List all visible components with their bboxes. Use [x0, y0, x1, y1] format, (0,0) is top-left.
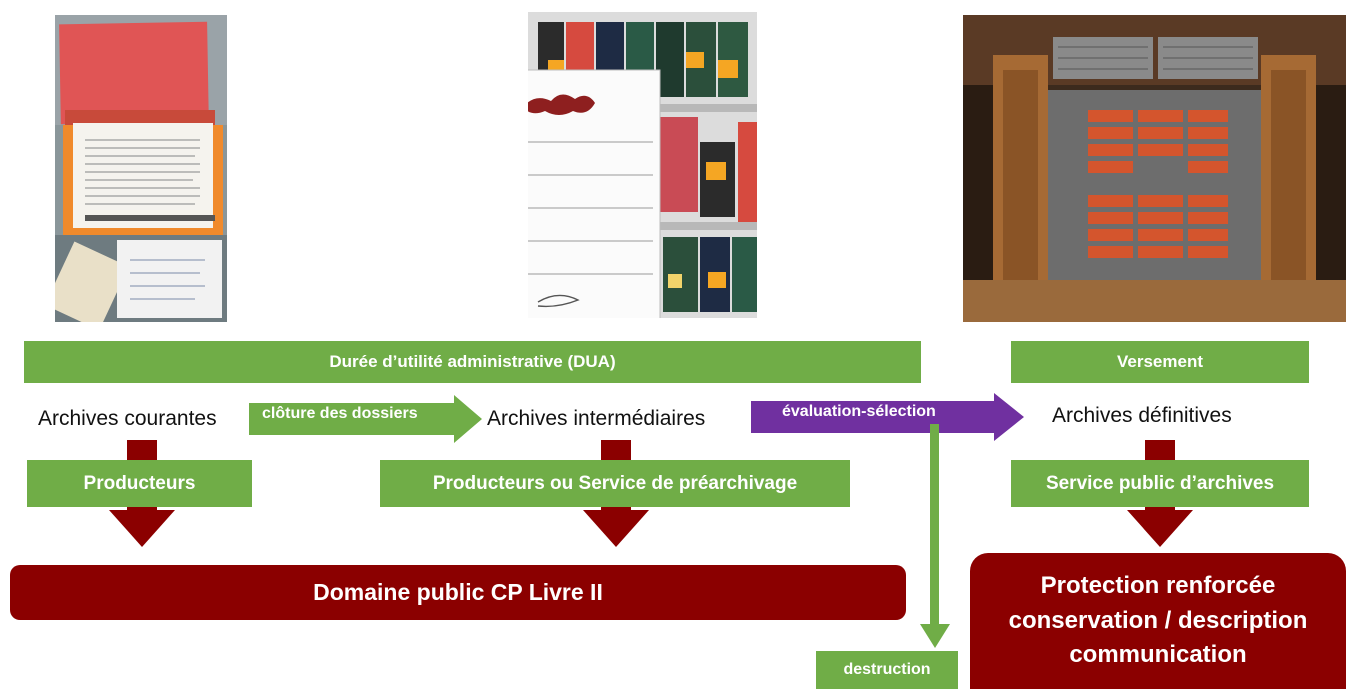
cloture-label: clôture des dossiers: [262, 405, 418, 422]
stacked-files-photo: [55, 15, 227, 322]
producteurs-box: Producteurs: [27, 460, 252, 507]
evaluation-label: évaluation-sélection: [782, 403, 936, 420]
protection-line-2: conservation / description: [1008, 606, 1308, 634]
archive-boxes-shelf-photo: [528, 12, 757, 318]
prearchivage-label: Producteurs ou Service de préarchivage: [432, 472, 798, 494]
prearchivage-box: Producteurs ou Service de préarchivage: [380, 460, 850, 507]
service-public-box: Service public d’archives: [1011, 460, 1309, 507]
dua-bar: Durée d’utilité administrative (DUA): [24, 341, 921, 383]
destruction-arrow: [920, 424, 950, 648]
versement-label: Versement: [1117, 352, 1203, 371]
stage-archives-intermediaires: Archives intermédiaires: [487, 407, 706, 430]
cloture-arrow: [249, 395, 482, 443]
domaine-public-label: Domaine public CP Livre II: [313, 579, 603, 605]
domaine-public-box: Domaine public CP Livre II: [10, 565, 906, 620]
versement-bar: Versement: [1011, 341, 1309, 383]
destruction-box: destruction: [816, 651, 958, 689]
service-public-label: Service public d’archives: [1045, 472, 1275, 494]
archive-cabinet-photo: [963, 15, 1346, 322]
protection-box: Protection renforcée conservation / desc…: [970, 553, 1346, 689]
producteurs-label: Producteurs: [83, 472, 196, 494]
protection-line-3: communication: [1069, 641, 1247, 669]
destruction-label: destruction: [843, 661, 931, 678]
stage-archives-courantes: Archives courantes: [38, 407, 217, 430]
protection-line-1: Protection renforcée: [1040, 571, 1276, 599]
stage-archives-definitives: Archives définitives: [1052, 404, 1232, 427]
dua-label: Durée d’utilité administrative (DUA): [329, 352, 616, 371]
evaluation-arrow: [751, 393, 1024, 441]
